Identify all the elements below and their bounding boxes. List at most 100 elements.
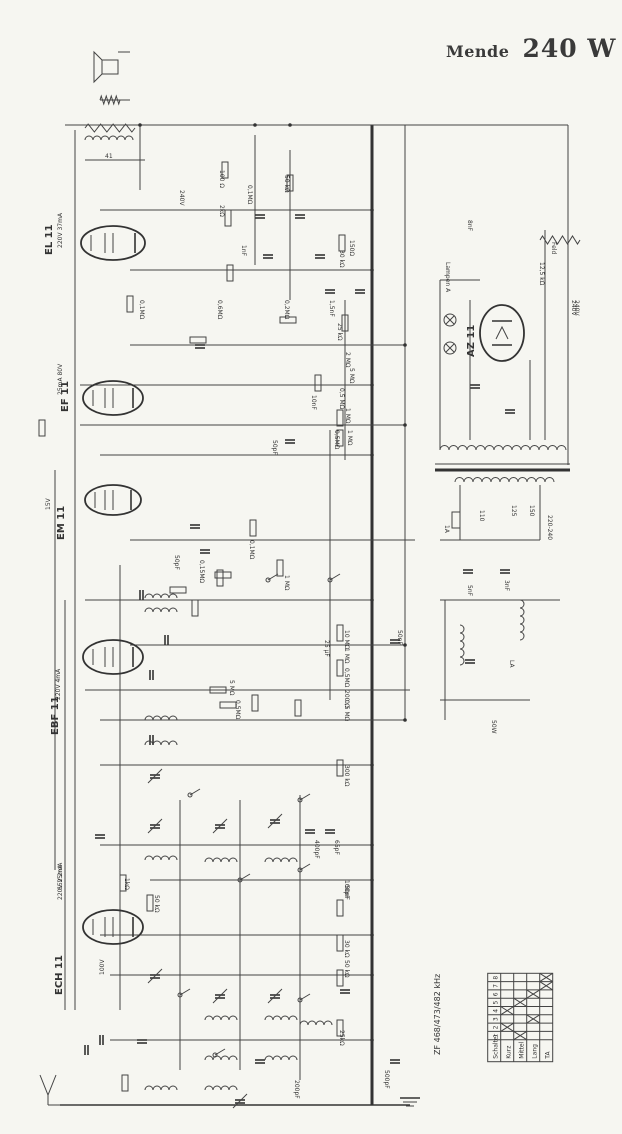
component-label: 1 MΩ	[283, 575, 290, 591]
component-label: 150Ω	[348, 240, 355, 256]
variable-capacitor-arrow	[267, 988, 283, 1004]
resistor-zigzag	[99, 94, 121, 106]
resistor	[336, 759, 344, 777]
switch-blade	[299, 863, 311, 871]
switch-column-label: 7	[493, 984, 500, 988]
speaker-cone	[93, 50, 103, 84]
component-label: 0,5 MΩ	[343, 700, 350, 722]
component-label: 65pF	[333, 840, 340, 855]
resistor	[286, 174, 294, 192]
tube-voltage-label: 220V 25mA	[57, 864, 64, 900]
vacuum-tube-envelope	[84, 484, 142, 516]
component-label: 1 MΩ	[344, 408, 351, 424]
switch-column-label: 1	[493, 1034, 500, 1038]
resistor-zigzag	[539, 235, 581, 245]
tube-voltage-label: 25mA 80V	[57, 363, 64, 395]
supply-voltage-label: 240V	[573, 300, 580, 316]
resistor	[336, 624, 344, 642]
resistor	[189, 336, 207, 344]
component-label: 5 MΩ	[348, 368, 355, 384]
component-label: 1 MΩ	[346, 430, 353, 446]
tube-label: EL 11	[44, 224, 55, 255]
component-label: 5nF	[466, 585, 473, 597]
component-label: 500pF	[383, 1070, 390, 1089]
junction-dot	[403, 343, 407, 347]
inductor-coil	[264, 1015, 298, 1021]
component-label: 200 Ω	[343, 690, 350, 708]
component-label: 50W	[490, 720, 497, 734]
inductor-coil	[454, 477, 555, 483]
vacuum-tube-envelope	[479, 304, 525, 362]
variable-capacitor-arrow	[212, 988, 228, 1004]
resistor	[276, 559, 284, 577]
tube-voltage-label: 65V 2mA	[57, 862, 64, 890]
component-label: 1kΩ	[123, 878, 130, 890]
component-label: 50pF	[173, 555, 180, 570]
switch-table-frame	[487, 972, 554, 1063]
tube-grid	[104, 388, 114, 408]
inductor-coil	[144, 1085, 178, 1091]
switch-contact	[187, 792, 193, 798]
variable-capacitor-arrow	[147, 968, 163, 984]
component-label: 240V	[570, 300, 577, 316]
component-label: 0,2MΩ	[283, 300, 290, 320]
component-label: 0,5MΩ	[234, 700, 241, 720]
component-label: 0,6MΩ	[216, 300, 223, 320]
speaker-magnet	[101, 59, 119, 75]
component-label: 50 kΩ	[283, 175, 290, 193]
switch-blade	[179, 988, 191, 996]
junction-dot	[370, 383, 374, 387]
tube-label: EBF 11	[50, 696, 61, 735]
junction-dot	[138, 123, 142, 127]
switch-blade	[299, 993, 311, 1001]
resistor	[121, 1074, 129, 1092]
inductor-coil	[204, 1085, 238, 1091]
switch-contact	[237, 877, 243, 883]
resistor	[146, 894, 154, 912]
inductor-coil	[299, 1020, 333, 1026]
junction-dot	[370, 268, 374, 272]
tube-grid	[104, 233, 114, 253]
tube-label: EF 11	[60, 381, 71, 412]
resistor	[169, 586, 187, 594]
component-label: 10nF	[310, 395, 317, 410]
component-label: 400pF	[313, 840, 320, 859]
resistor	[224, 209, 232, 227]
switch-row-label: Mittel	[519, 1041, 526, 1058]
component-label: 100 Ω	[218, 170, 225, 188]
resistor	[314, 374, 322, 392]
title-block: Mende 240 W	[446, 34, 616, 63]
inductor-coil	[439, 445, 567, 451]
resistor	[251, 694, 259, 712]
junction-dot	[370, 973, 374, 977]
inductor-coil	[204, 857, 238, 863]
component-label: 150	[528, 505, 535, 517]
component-label: 1A	[443, 525, 450, 534]
resistor	[338, 234, 346, 252]
component-label: 0,5MΩ	[333, 430, 340, 450]
inductor-coil	[264, 1055, 298, 1061]
inductor-coil	[264, 857, 298, 863]
resistor	[126, 295, 134, 313]
resistor	[336, 899, 344, 917]
component-label: 10 MΩ	[343, 630, 350, 650]
switch-closed-mark	[513, 997, 527, 1007]
switch-blade	[299, 793, 311, 801]
component-label: 30 kΩ	[343, 940, 350, 958]
component-label: LA	[508, 660, 515, 668]
switch-row-label: TA	[545, 1051, 552, 1060]
component-label: 1 MΩ	[343, 648, 350, 664]
inductor-coil	[144, 715, 178, 721]
component-label: 0,1MΩ	[138, 300, 145, 320]
resistor	[221, 161, 229, 179]
junction-dot	[370, 878, 374, 882]
switch-column-label: 4	[493, 1009, 500, 1013]
vacuum-tube-envelope	[82, 639, 144, 675]
component-label: Feld	[550, 242, 557, 254]
component-label: 5 MΩ	[228, 680, 235, 696]
component-label: 240V	[178, 190, 185, 206]
switch-table-title: Schalter	[493, 1033, 500, 1058]
resistor	[336, 1019, 344, 1037]
switch-closed-mark	[513, 1030, 527, 1041]
component-label: 30 kΩ	[338, 250, 345, 268]
